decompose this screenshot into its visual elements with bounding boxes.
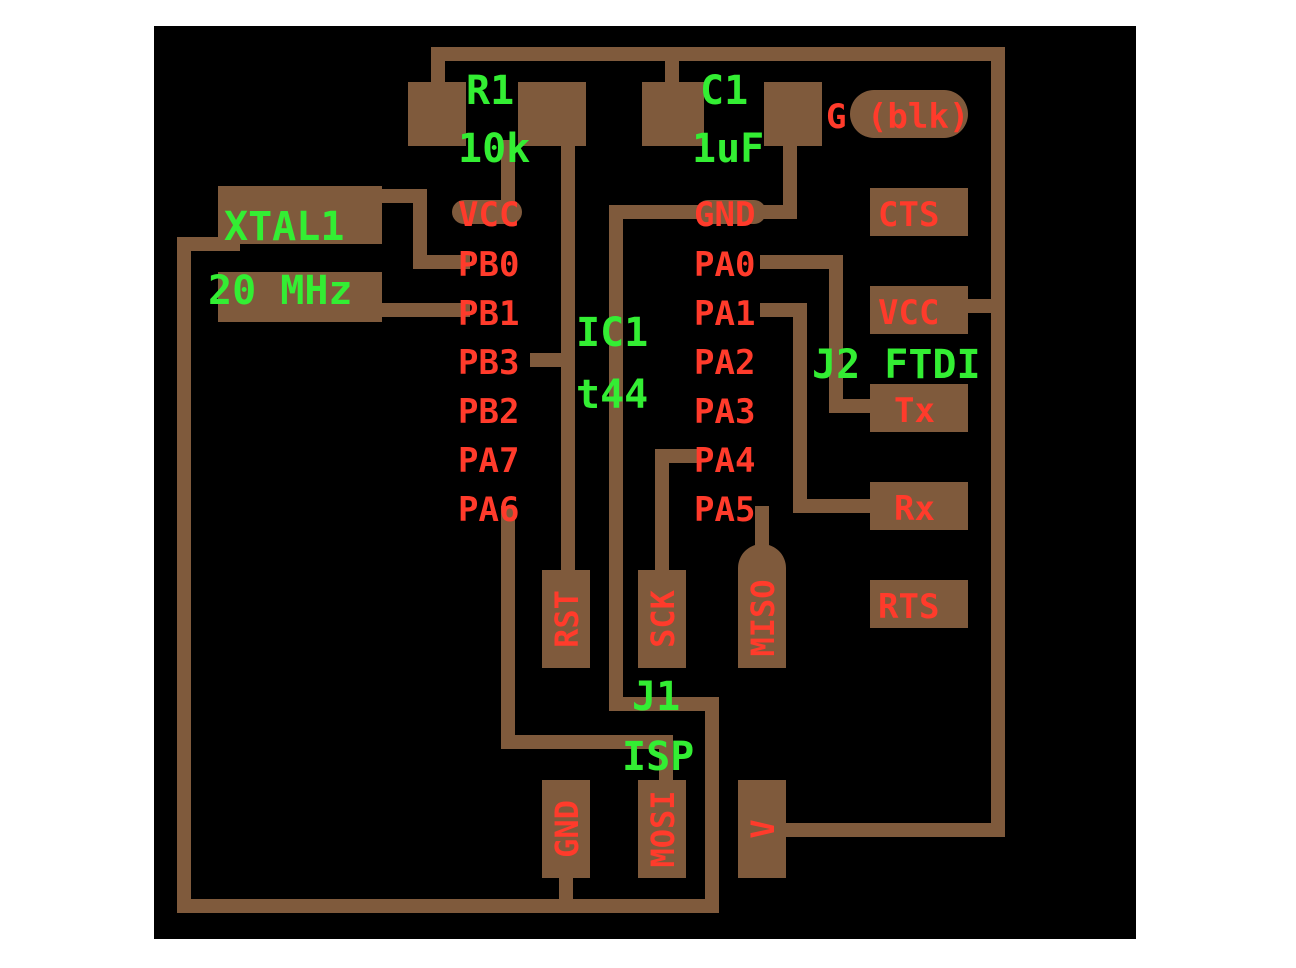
isp-pad-gnd xyxy=(542,780,590,878)
ic-value: t44 xyxy=(576,372,648,418)
ftdi-pad-g xyxy=(850,90,968,138)
xtal-value: 20 MHz xyxy=(208,268,353,314)
ftdi-name: J2 FTDI xyxy=(812,342,981,388)
trace-pa6-mosi xyxy=(501,506,673,790)
ic-pin-label: PA6 xyxy=(458,490,519,530)
r1-name: R1 xyxy=(466,68,514,114)
xtal-pad-top xyxy=(218,186,382,244)
ftdi-pin-label: VCC xyxy=(878,293,939,333)
isp-pad-mosi xyxy=(638,780,686,878)
trace-pa4-sck xyxy=(655,449,700,580)
ic-pin-label: PA0 xyxy=(694,245,755,285)
isp-pin-label: MOSI xyxy=(644,790,682,867)
isp-pin-label: V xyxy=(744,819,782,838)
c1-name: C1 xyxy=(700,68,748,114)
ftdi-pin-label: Tx xyxy=(894,391,935,431)
part-labels: R1 10k C1 1uF XTAL1 20 MHz IC1 t44 J2 FT… xyxy=(208,68,981,780)
isp-pad-miso xyxy=(738,544,786,668)
ic-name: IC1 xyxy=(576,310,648,356)
ic-pin-label: VCC xyxy=(458,195,519,235)
ftdi-pad-vcc xyxy=(870,286,968,334)
isp-pin-labels: RST SCK MISO GND MOSI V xyxy=(548,579,782,867)
trace-gnd-loop xyxy=(177,205,719,913)
isp-pin-label: RST xyxy=(548,590,586,648)
ic-pin-label: PB1 xyxy=(458,294,519,334)
r1-pad-left xyxy=(408,82,466,146)
ic-pin-label: PA2 xyxy=(694,343,755,383)
ic-pad-vcc xyxy=(452,200,522,224)
trace-top-loop xyxy=(431,47,1005,837)
ic-pin-label: PA5 xyxy=(694,490,755,530)
r1-pad-right xyxy=(518,82,586,146)
isp-pin-label: MISO xyxy=(744,579,782,656)
ftdi-pin-label: CTS xyxy=(878,195,939,235)
isp-value: ISP xyxy=(622,734,694,780)
ftdi-pin-label: G (blk) xyxy=(826,97,969,137)
ftdi-pin-label: Rx xyxy=(894,489,935,529)
ic-pin-label: PB0 xyxy=(458,245,519,285)
ftdi-pad-rx xyxy=(870,482,968,530)
xtal-name: XTAL1 xyxy=(224,204,344,250)
ic-pin-label: PB2 xyxy=(458,392,519,432)
ftdi-pad-cts xyxy=(870,188,968,236)
ic-pin-label: PA7 xyxy=(458,441,519,481)
trace-pa0-tx xyxy=(760,255,890,413)
ic-pad-gnd xyxy=(696,200,766,224)
c1-pad-right xyxy=(764,82,822,146)
ftdi-pin-label: RTS xyxy=(878,587,939,627)
ic-pin-label: GND xyxy=(694,195,755,235)
r1-value: 10k xyxy=(458,126,530,172)
ic-right-pin-labels: GND PA0 PA1 PA2 PA3 PA4 PA5 xyxy=(694,195,755,530)
isp-pin-label: SCK xyxy=(644,589,682,648)
xtal-pad-bottom xyxy=(218,272,382,322)
isp-pad-sck xyxy=(638,570,686,668)
pads xyxy=(218,82,968,878)
ic-pin-label: PB3 xyxy=(458,343,519,383)
trace-pa1-rx xyxy=(760,303,890,513)
c1-pad-left xyxy=(642,82,704,146)
ftdi-pad-tx xyxy=(870,384,968,432)
ic-pin-label: PA1 xyxy=(694,294,755,334)
isp-pad-rst xyxy=(542,570,590,668)
isp-pin-label: GND xyxy=(548,800,586,858)
ic-pin-label: PA4 xyxy=(694,441,755,481)
ftdi-pin-labels: G (blk) CTS VCC Tx Rx RTS xyxy=(826,97,969,627)
isp-name: J1 xyxy=(632,674,680,720)
c1-value: 1uF xyxy=(692,126,764,172)
isp-pad-v xyxy=(738,780,786,878)
ic-pin-label: PA3 xyxy=(694,392,755,432)
ic-left-pin-labels: VCC PB0 PB1 PB3 PB2 PA7 PA6 xyxy=(458,195,519,530)
trace-xtal-pb0 xyxy=(370,189,470,269)
ftdi-pad-rts xyxy=(870,580,968,628)
